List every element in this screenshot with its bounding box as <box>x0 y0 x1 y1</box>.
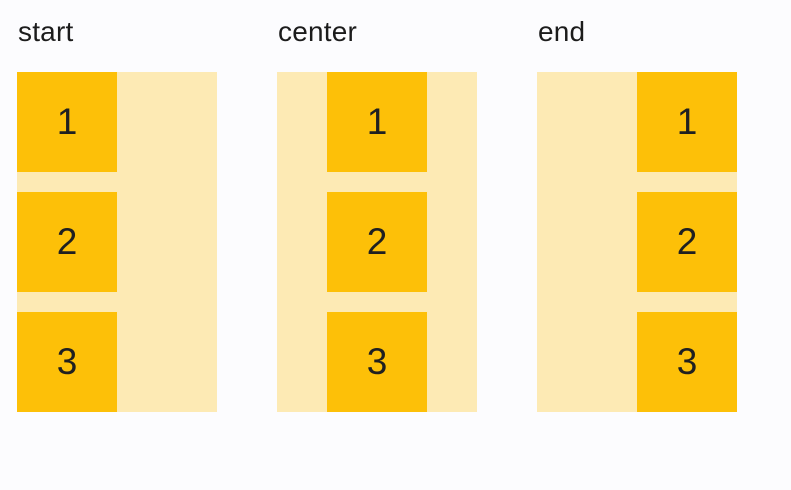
demo-box-3: 3 <box>637 312 737 412</box>
alignment-label-start: start <box>18 16 74 47</box>
demo-box-2: 2 <box>17 192 117 292</box>
demo-box-1: 1 <box>17 72 117 172</box>
demo-box-2: 2 <box>327 192 427 292</box>
example-column-center: center 1 2 3 <box>277 14 477 412</box>
alignment-track-end: 1 2 3 <box>537 72 737 412</box>
alignment-label-end: end <box>538 16 586 47</box>
demo-box-3: 3 <box>327 312 427 412</box>
alignment-track-center: 1 2 3 <box>277 72 477 412</box>
demo-box-1: 1 <box>637 72 737 172</box>
example-column-start: start 1 2 3 <box>17 14 217 412</box>
alignment-track-start: 1 2 3 <box>17 72 217 412</box>
demo-box-1: 1 <box>327 72 427 172</box>
demo-box-2: 2 <box>637 192 737 292</box>
demo-box-3: 3 <box>17 312 117 412</box>
alignment-examples: start 1 2 3 center 1 2 3 end 1 2 3 <box>17 14 737 412</box>
alignment-label-center: center <box>278 16 358 47</box>
example-column-end: end 1 2 3 <box>537 14 737 412</box>
